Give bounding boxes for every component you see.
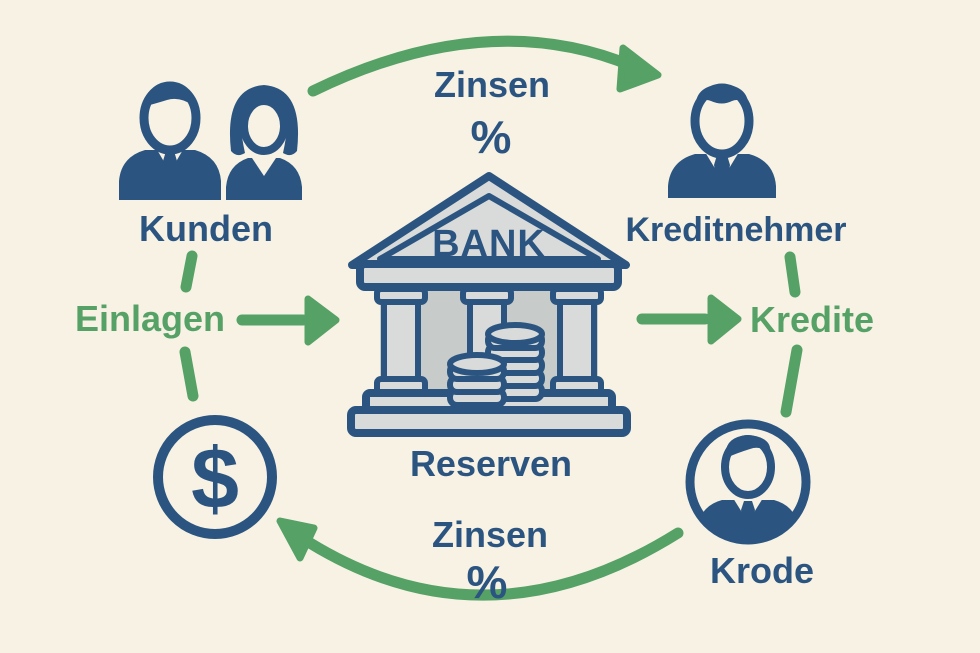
flow-dash (179, 346, 199, 402)
borrower-label: Kreditnehmer (625, 211, 846, 249)
debtor-avatar-icon (685, 419, 811, 545)
borrower-icon (668, 83, 776, 198)
customers-icon (119, 81, 302, 200)
deposits-arrow (236, 295, 340, 346)
deposits-label: Einlagen (75, 298, 225, 339)
top-interest-percent: % (471, 111, 512, 163)
coins-icon (447, 322, 545, 408)
loans-label: Kredite (750, 299, 874, 340)
bank-step (347, 406, 631, 437)
bank-label: BANK (432, 223, 546, 265)
loans-arrow (636, 294, 742, 345)
debtor-label: Krode (710, 550, 814, 591)
flow-dash (784, 251, 801, 298)
arrowhead-icon (304, 295, 340, 346)
arrowhead-icon (616, 44, 662, 93)
bottom-interest-percent: % (467, 556, 508, 608)
dollar-icon: $ (153, 415, 277, 539)
flow-dash (780, 344, 803, 418)
bottom-interest-label: Zinsen (432, 514, 548, 555)
arrowhead-icon (707, 294, 742, 345)
arrowhead-icon (276, 517, 318, 562)
bank-icon: BANK (347, 172, 631, 437)
bottom-arc-arrow (276, 517, 684, 601)
top-arc-arrow (307, 35, 662, 97)
reserves-label: Reserven (410, 443, 572, 484)
flow-dash (180, 250, 198, 293)
top-interest-label: Zinsen (434, 64, 550, 105)
bank-lintel (356, 260, 622, 291)
customers-label: Kunden (139, 208, 273, 249)
dollar-symbol: $ (191, 431, 239, 527)
